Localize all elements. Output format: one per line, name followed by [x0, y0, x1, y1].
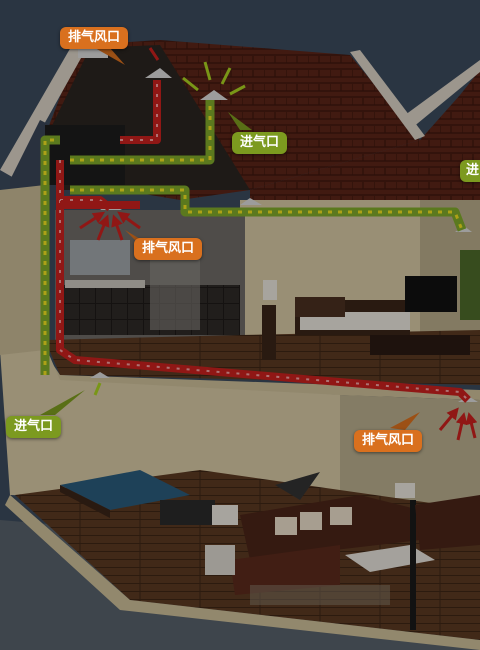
- vent-diffuser-7: [90, 372, 110, 378]
- lower-floor-front: [5, 495, 480, 650]
- roof-trim-left: [0, 40, 90, 178]
- exhaust-arrow-6: [455, 412, 468, 441]
- roof-trim-right: [350, 50, 425, 140]
- pointer-exhaust-attic: [95, 48, 125, 65]
- cushion-1: [275, 517, 297, 535]
- intake-duct-main-chevrons: [70, 188, 464, 231]
- exhaust-arrow-2: [96, 214, 110, 241]
- floor-lamp-pole: [410, 500, 416, 630]
- intake-arrow-2: [203, 61, 212, 81]
- cushion-2: [300, 512, 322, 530]
- exhaust-duct-bath-chevrons: [59, 160, 111, 209]
- vent-diffuser-1: [145, 68, 172, 78]
- tv: [405, 276, 457, 312]
- airflow-arrows: [79, 47, 478, 441]
- sofa-seat: [230, 545, 340, 595]
- lower-bed: [60, 470, 190, 510]
- tv-cabinet: [370, 335, 470, 355]
- side-table-lower: [205, 545, 235, 575]
- label-exhaust-upper-room: 排气风口: [134, 238, 203, 260]
- intake-arrow-4: [229, 84, 246, 96]
- exhaust-arrow-7: [465, 412, 478, 439]
- label-exhaust-attic: 排气风口: [60, 27, 129, 49]
- sofa-back: [240, 495, 420, 560]
- pointer-exhaust-lower: [390, 412, 420, 430]
- vent-diffuser-2: [200, 90, 228, 100]
- armchair: [415, 495, 480, 550]
- exhaust-arrow-8: [148, 47, 160, 61]
- intake-arrow-5: [93, 382, 102, 396]
- rug: [250, 585, 390, 605]
- intake-ducts: [40, 100, 467, 375]
- pointer-intake-attic: [228, 112, 252, 130]
- lamp: [263, 280, 277, 300]
- bathroom-mirror: [70, 240, 130, 275]
- desk: [160, 500, 215, 525]
- intake-arrow-1: [182, 76, 199, 92]
- lounge-chair: [275, 472, 320, 500]
- exhaust-arrow-1: [79, 211, 106, 230]
- plant: [460, 250, 480, 320]
- exhaust-ducts: [56, 80, 471, 403]
- label-intake-edge: 进: [460, 160, 480, 182]
- right-roof-edge: [405, 60, 480, 128]
- intake-arrow-3: [220, 67, 232, 85]
- right-roof: [250, 70, 480, 200]
- exhaust-duct-riser-chevrons: [59, 200, 469, 401]
- cushion-3: [330, 507, 352, 525]
- lower-left-wall: [0, 345, 340, 505]
- intake-duct-left-riser: [40, 135, 60, 375]
- floor-lamp-shade: [395, 483, 415, 498]
- exhaust-arrow-5: [438, 407, 459, 431]
- exhaust-duct-attic-chevrons: [120, 80, 158, 141]
- exhaust-arrow-4: [117, 211, 141, 230]
- bed-headboard: [295, 297, 345, 317]
- label-intake-attic: 进气口: [232, 132, 288, 154]
- lower-bed-base: [60, 485, 110, 518]
- bathroom-shower: [150, 250, 200, 330]
- intake-duct-attic-chevrons: [70, 100, 212, 162]
- label-exhaust-lower-right: 排气风口: [354, 430, 423, 452]
- left-outer-wall: [0, 185, 45, 355]
- label-intake-left: 进气口: [6, 416, 62, 438]
- pointer-intake-left: [40, 390, 85, 415]
- bathroom-counter: [65, 280, 145, 288]
- exhaust-arrow-3: [111, 214, 124, 241]
- vent-diffuser-4: [240, 198, 262, 205]
- side-table: [262, 305, 276, 360]
- lamp-lower: [212, 505, 238, 525]
